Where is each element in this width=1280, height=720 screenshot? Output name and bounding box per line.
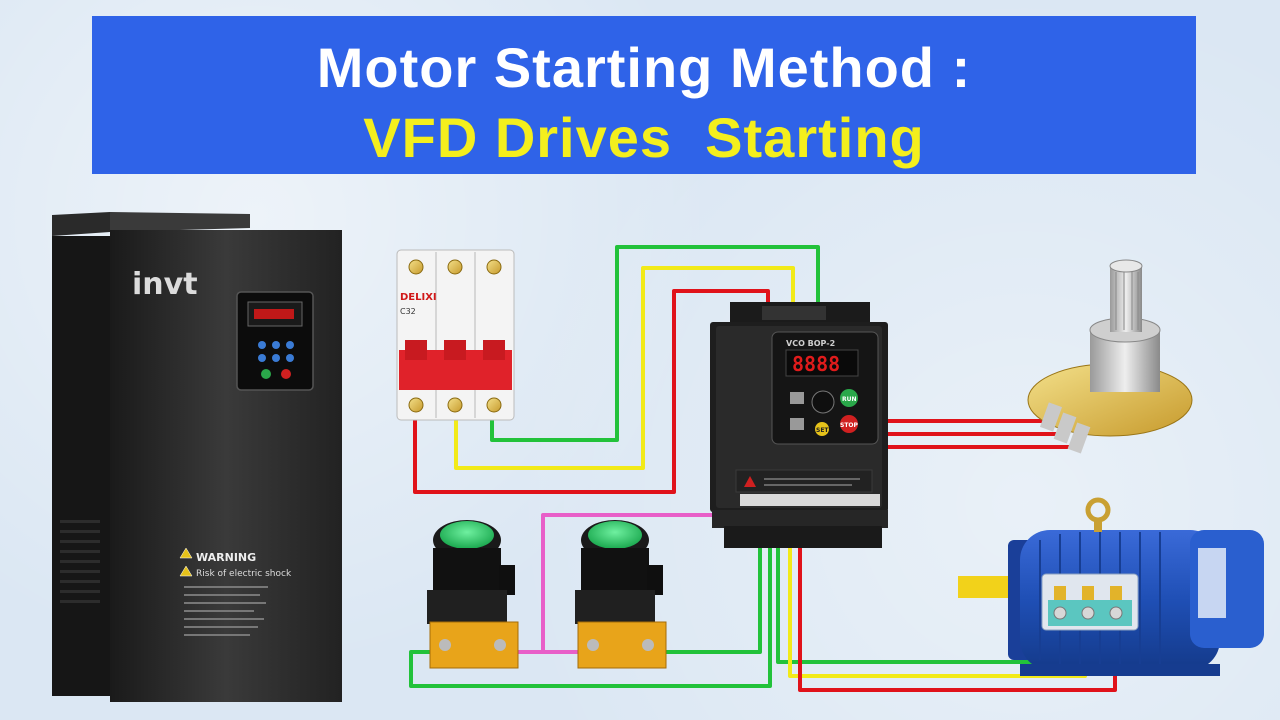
- small-vfd-panel-label: VCO BOP-2: [786, 339, 835, 348]
- large-vfd-top-bracket: [52, 212, 110, 236]
- push-button-2-cap: [588, 521, 642, 549]
- potentiometer-pin: [1067, 422, 1091, 454]
- large-vfd-key: [286, 354, 294, 362]
- large-vfd-vents: [60, 520, 100, 603]
- title-line-1: Motor Starting Method :: [316, 36, 972, 99]
- potentiometer-shaft: [1110, 266, 1142, 332]
- large-vfd: invt WARNING Risk of electric shock: [52, 212, 342, 702]
- large-vfd-warning: WARNING Risk of electric shock: [179, 547, 292, 636]
- potentiometer-pin: [1053, 412, 1077, 444]
- small-vfd-stop-label: STOP: [840, 422, 859, 429]
- small-vfd-warning-icon: [744, 476, 756, 487]
- large-vfd-key: [272, 354, 280, 362]
- title-line-2: VFD Drives Starting: [363, 106, 925, 169]
- wire-green-common: [640, 535, 762, 654]
- breaker-bottom-terminal: [486, 397, 502, 413]
- circuit-breaker: DELIXI C32: [396, 249, 515, 421]
- motor-lifting-eye: [1085, 497, 1111, 523]
- large-vfd-brand: invt: [132, 267, 198, 302]
- large-vfd-key: [286, 341, 294, 349]
- motor-base: [1020, 664, 1220, 676]
- motor-terminal-u: [1053, 606, 1067, 620]
- small-vfd-run-button: [840, 389, 858, 407]
- small-vfd-display: [785, 349, 859, 377]
- potentiometer: [1027, 259, 1193, 454]
- potentiometer-pin: [1039, 402, 1063, 432]
- motor-terminal-w: [1109, 606, 1123, 620]
- small-vfd-info-label: [735, 469, 873, 493]
- large-vfd-key: [258, 354, 266, 362]
- motor: [958, 497, 1264, 676]
- warning-subtitle: Risk of electric shock: [196, 569, 292, 579]
- small-vfd-terminal-labels: [740, 494, 880, 506]
- large-vfd-run-key: [261, 369, 271, 379]
- push-button-1: [427, 520, 519, 669]
- breaker-brand: DELIXI: [400, 292, 437, 303]
- push-button-1-cap: [440, 521, 494, 549]
- large-vfd-key: [258, 341, 266, 349]
- warning-title: WARNING: [196, 551, 256, 564]
- motor-shaft: [958, 576, 1016, 598]
- large-vfd-key: [272, 341, 280, 349]
- small-vfd-display-value: 8888: [792, 352, 840, 376]
- push-button-2: [575, 520, 667, 669]
- large-vfd-keypad: [236, 291, 314, 391]
- small-vfd-set-button: [815, 422, 829, 436]
- wire-green-L3: [490, 245, 820, 442]
- small-vfd-set-label: SET: [816, 427, 829, 434]
- title-banner: Motor Starting Method : VFD Drives Start…: [92, 16, 1196, 174]
- breaker-rating: C32: [400, 307, 416, 316]
- small-vfd-run-label: RUN: [842, 396, 857, 403]
- breaker-bottom-terminal: [447, 397, 463, 413]
- small-vfd-stop-button: [840, 415, 858, 433]
- breaker-bottom-terminal: [408, 397, 424, 413]
- large-vfd-stop-key: [281, 369, 291, 379]
- breaker-top-terminal: [486, 259, 502, 275]
- large-vfd-side: [52, 236, 110, 696]
- breaker-top-terminal: [408, 259, 424, 275]
- breaker-top-terminal: [447, 259, 463, 275]
- motor-terminal-v: [1081, 606, 1095, 620]
- wire-yellow-L2: [454, 266, 795, 470]
- small-vfd: VCO BOP-2 8888 RUN STOP SET: [710, 302, 888, 548]
- up-arrow-icon: [790, 392, 804, 404]
- warning-icon: [179, 547, 193, 559]
- wire-green-return: [409, 535, 772, 688]
- down-arrow-icon: [790, 418, 804, 430]
- small-vfd-bottom-terminals: [712, 510, 888, 528]
- large-vfd-display: [254, 309, 294, 319]
- small-vfd-knob: [811, 390, 835, 414]
- wire-red-L1: [413, 289, 770, 494]
- motor-nameplate: [1198, 548, 1226, 618]
- shock-icon: [179, 565, 193, 577]
